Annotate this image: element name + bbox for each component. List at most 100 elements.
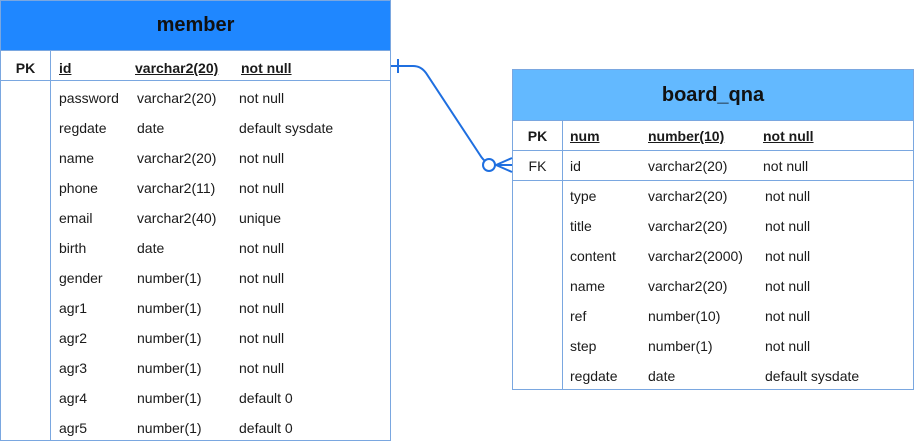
attribute-name: ref bbox=[570, 308, 587, 324]
member-pk-separator bbox=[1, 80, 390, 81]
attribute-name: regdate bbox=[570, 368, 618, 384]
attribute-constraint: not null bbox=[765, 308, 811, 324]
crows-foot-upper-mark bbox=[495, 157, 513, 166]
attribute-constraint: unique bbox=[239, 210, 282, 226]
attribute-name: birth bbox=[59, 240, 87, 256]
attribute-type: varchar2(20) bbox=[137, 150, 217, 166]
attribute-row: name varchar2(20) not null bbox=[513, 271, 913, 301]
attribute-constraint: default sysdate bbox=[765, 368, 860, 384]
attribute-type: date bbox=[137, 240, 165, 256]
attribute-type: number(1) bbox=[137, 270, 202, 286]
attribute-type: date bbox=[137, 120, 165, 136]
attribute-type: varchar2(20) bbox=[648, 188, 728, 204]
attribute-type: number(1) bbox=[137, 420, 202, 436]
member-entity-title: member bbox=[1, 1, 390, 51]
attribute-constraint: default 0 bbox=[239, 420, 293, 436]
attribute-constraint: not null bbox=[239, 240, 285, 256]
member-entity[interactable]: member PK id varchar2(20) not null passw… bbox=[0, 0, 391, 441]
fk-label: FK bbox=[528, 158, 547, 174]
relationship-line bbox=[391, 65, 512, 166]
attribute-row: birth date not null bbox=[1, 233, 390, 263]
attribute-row: step number(1) not null bbox=[513, 331, 913, 361]
attribute-type: varchar2(40) bbox=[137, 210, 217, 226]
attribute-row: password varchar2(20) not null bbox=[1, 83, 390, 113]
attribute-type: number(1) bbox=[648, 338, 713, 354]
board-qna-fk-name: id bbox=[570, 158, 581, 174]
crows-foot-lower-mark bbox=[495, 164, 513, 173]
attribute-row: ref number(10) not null bbox=[513, 301, 913, 331]
attribute-type: number(1) bbox=[137, 330, 202, 346]
attribute-name: password bbox=[59, 90, 119, 106]
board-qna-fk-separator bbox=[513, 180, 913, 181]
board-qna-pk-type: number(10) bbox=[648, 128, 725, 144]
attribute-type: number(1) bbox=[137, 300, 202, 316]
attribute-row: agr1 number(1) not null bbox=[1, 293, 390, 323]
member-pk-type: varchar2(20) bbox=[135, 60, 219, 76]
attribute-constraint: not null bbox=[765, 188, 811, 204]
attribute-constraint: not null bbox=[765, 338, 811, 354]
attribute-constraint: not null bbox=[239, 90, 285, 106]
pk-label: PK bbox=[15, 60, 36, 76]
board-qna-fk-row: FK id varchar2(20) not null bbox=[513, 151, 913, 181]
attribute-name: step bbox=[570, 338, 597, 354]
board-qna-pk-row: PK num number(10) not null bbox=[513, 121, 913, 151]
attribute-row: name varchar2(20) not null bbox=[1, 143, 390, 173]
attribute-name: agr5 bbox=[59, 420, 88, 436]
board-qna-pk-constraint: not null bbox=[763, 128, 814, 144]
attribute-row: type varchar2(20) not null bbox=[513, 181, 913, 211]
attribute-row: agr3 number(1) not null bbox=[1, 353, 390, 383]
zero-optionality-mark bbox=[482, 158, 496, 172]
pk-label: PK bbox=[527, 128, 548, 144]
attribute-type: number(10) bbox=[648, 308, 721, 324]
attribute-constraint: not null bbox=[239, 300, 285, 316]
attribute-row: email varchar2(40) unique bbox=[1, 203, 390, 233]
attribute-name: name bbox=[59, 150, 95, 166]
attribute-type: varchar2(20) bbox=[648, 278, 728, 294]
member-key-column-divider bbox=[50, 50, 51, 440]
member-pk-name: id bbox=[59, 60, 72, 76]
attribute-row: regdate date default sysdate bbox=[513, 361, 913, 391]
attribute-name: email bbox=[59, 210, 93, 226]
attribute-constraint: not null bbox=[239, 360, 285, 376]
member-pk-row: PK id varchar2(20) not null bbox=[1, 53, 390, 83]
attribute-name: agr3 bbox=[59, 360, 88, 376]
board-qna-fk-constraint: not null bbox=[763, 158, 809, 174]
attribute-name: agr4 bbox=[59, 390, 88, 406]
attribute-name: title bbox=[570, 218, 592, 234]
attribute-name: type bbox=[570, 188, 597, 204]
board-qna-pk-name: num bbox=[570, 128, 600, 144]
attribute-type: date bbox=[648, 368, 676, 384]
attribute-type: number(1) bbox=[137, 360, 202, 376]
attribute-constraint: not null bbox=[239, 330, 285, 346]
attribute-constraint: not null bbox=[239, 180, 285, 196]
attribute-name: name bbox=[570, 278, 606, 294]
attribute-row: agr5 number(1) default 0 bbox=[1, 413, 390, 443]
attribute-constraint: default 0 bbox=[239, 390, 293, 406]
board-qna-fk-type: varchar2(20) bbox=[648, 158, 728, 174]
attribute-row: gender number(1) not null bbox=[1, 263, 390, 293]
attribute-type: varchar2(11) bbox=[137, 180, 216, 196]
attribute-constraint: not null bbox=[765, 218, 811, 234]
attribute-name: content bbox=[570, 248, 616, 264]
attribute-constraint: not null bbox=[239, 150, 285, 166]
member-pk-constraint: not null bbox=[241, 60, 292, 76]
attribute-type: number(1) bbox=[137, 390, 202, 406]
attribute-row: content varchar2(2000) not null bbox=[513, 241, 913, 271]
attribute-constraint: not null bbox=[765, 278, 811, 294]
attribute-row: agr4 number(1) default 0 bbox=[1, 383, 390, 413]
attribute-type: varchar2(20) bbox=[137, 90, 217, 106]
attribute-name: agr2 bbox=[59, 330, 88, 346]
attribute-name: agr1 bbox=[59, 300, 88, 316]
attribute-type: varchar2(2000) bbox=[648, 248, 743, 264]
attribute-row: title varchar2(20) not null bbox=[513, 211, 913, 241]
board-qna-pk-separator bbox=[513, 150, 913, 151]
attribute-type: varchar2(20) bbox=[648, 218, 728, 234]
attribute-constraint: not null bbox=[239, 270, 285, 286]
attribute-constraint: not null bbox=[765, 248, 811, 264]
attribute-name: gender bbox=[59, 270, 103, 286]
board-qna-key-column-divider bbox=[562, 120, 563, 389]
board-qna-entity[interactable]: board_qna PK num number(10) not null FK … bbox=[512, 69, 914, 390]
